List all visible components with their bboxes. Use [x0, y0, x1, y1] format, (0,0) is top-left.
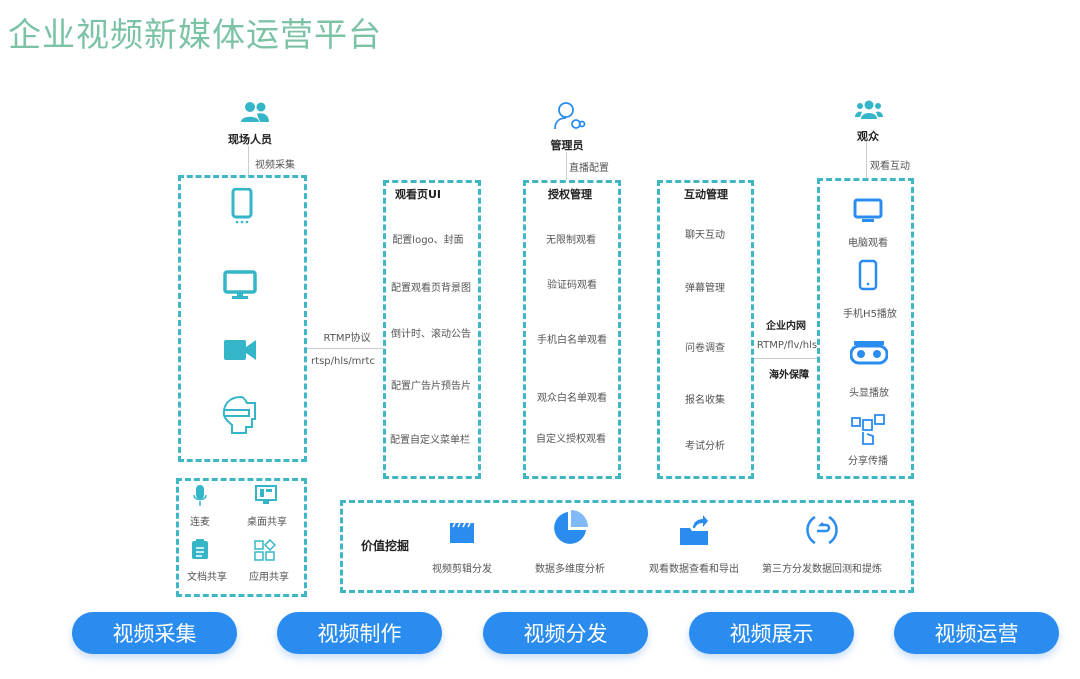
- connector: [566, 152, 567, 180]
- phone-icon: [858, 259, 878, 291]
- connector: [307, 348, 383, 349]
- stage-button-distribution[interactable]: 视频分发: [483, 612, 648, 654]
- protocol-out-label: 企业内网: [766, 321, 806, 332]
- stage-button-capture[interactable]: 视频采集: [72, 612, 237, 654]
- tool-label: 连麦: [190, 517, 210, 528]
- feature-item: 配置观看页背景图: [391, 283, 471, 294]
- audience-icon: [855, 100, 883, 119]
- staff-action: 视频采集: [255, 160, 295, 171]
- playback-label: 头显播放: [849, 388, 889, 399]
- feature-item: 配置广告片预告片: [391, 381, 471, 392]
- monitor-icon: [223, 270, 257, 299]
- tool-label: 文档共享: [187, 572, 227, 583]
- page-title: 企业视频新媒体运营平台: [8, 15, 382, 54]
- role-admin: 管理员: [550, 139, 584, 152]
- feature-item: 配置logo、封面: [392, 235, 464, 246]
- apps-icon: [254, 539, 276, 561]
- value-item: 数据多维度分析: [535, 564, 605, 575]
- tool-label: 应用共享: [249, 572, 289, 583]
- watch-ui-box: [383, 180, 481, 479]
- capture-tools-box: [176, 478, 307, 597]
- feature-item: 聊天互动: [685, 230, 725, 241]
- pie-chart-icon: [554, 510, 588, 544]
- feature-item: 考试分析: [685, 441, 725, 452]
- protocol-in-label: RTMP协议: [323, 333, 371, 344]
- value-mining-box: [340, 500, 914, 593]
- computer-icon: [853, 198, 883, 222]
- vr-headset-icon: [222, 395, 256, 434]
- admin-icon: [554, 102, 586, 130]
- protocol-in-label: rtsp/hls/mrtc: [311, 356, 375, 367]
- box-title: 授权管理: [548, 188, 592, 201]
- feature-item: 问卷调查: [685, 343, 725, 354]
- role-audience: 观众: [857, 130, 879, 143]
- vr-glasses-icon: [850, 341, 888, 365]
- desktop-share-icon: [255, 485, 277, 504]
- playback-label: 电脑观看: [848, 238, 888, 249]
- people-icon: [241, 102, 269, 122]
- document-icon: [192, 539, 208, 559]
- clapperboard-icon: [450, 522, 474, 543]
- phone-icon: [231, 188, 253, 224]
- connector: [248, 146, 249, 176]
- box-title: 价值挖掘: [360, 539, 410, 553]
- stage-button-operation[interactable]: 视频运营: [894, 612, 1059, 654]
- feature-item: 无限制观看: [546, 235, 596, 246]
- stage-button-display[interactable]: 视频展示: [689, 612, 854, 654]
- value-item: 视频剪辑分发: [432, 564, 492, 575]
- feature-item: 手机白名单观看: [537, 335, 607, 346]
- feature-item: 弹幕管理: [685, 283, 725, 294]
- playback-label: 手机H5播放: [843, 309, 897, 320]
- feature-item: 自定义授权观看: [536, 434, 606, 445]
- feature-item: 观众白名单观看: [537, 393, 607, 404]
- feature-item: 报名收集: [685, 395, 725, 406]
- value-item: 观看数据查看和导出: [649, 564, 739, 575]
- protocol-out-label: 海外保障: [769, 370, 809, 381]
- box-title: 互动管理: [684, 188, 728, 201]
- connector: [754, 358, 817, 359]
- value-item: 第三方分发数据回测和提炼: [762, 564, 882, 575]
- microphone-icon: [193, 485, 207, 506]
- refresh-return-icon: [806, 515, 838, 545]
- feature-item: 倒计时、滚动公告: [391, 329, 471, 340]
- tool-label: 桌面共享: [247, 517, 287, 528]
- box-title: 观看页UI: [394, 188, 442, 201]
- feature-item: 验证码观看: [547, 280, 597, 291]
- stage-button-production[interactable]: 视频制作: [277, 612, 442, 654]
- capture-devices-box: [178, 175, 307, 462]
- feature-item: 配置自定义菜单栏: [390, 435, 470, 446]
- role-staff: 现场人员: [228, 133, 272, 146]
- folder-export-icon: [680, 515, 708, 545]
- share-icon: [851, 414, 885, 445]
- playback-box: [817, 178, 914, 479]
- protocol-out-label: RTMP/flv/hls: [756, 340, 818, 351]
- video-camera-icon: [224, 340, 256, 360]
- audience-action: 观看互动: [870, 161, 910, 172]
- interact-box: [657, 180, 754, 479]
- connector: [866, 142, 867, 178]
- playback-label: 分享传播: [848, 456, 888, 467]
- auth-box: [523, 180, 621, 479]
- admin-action: 直播配置: [569, 163, 609, 174]
